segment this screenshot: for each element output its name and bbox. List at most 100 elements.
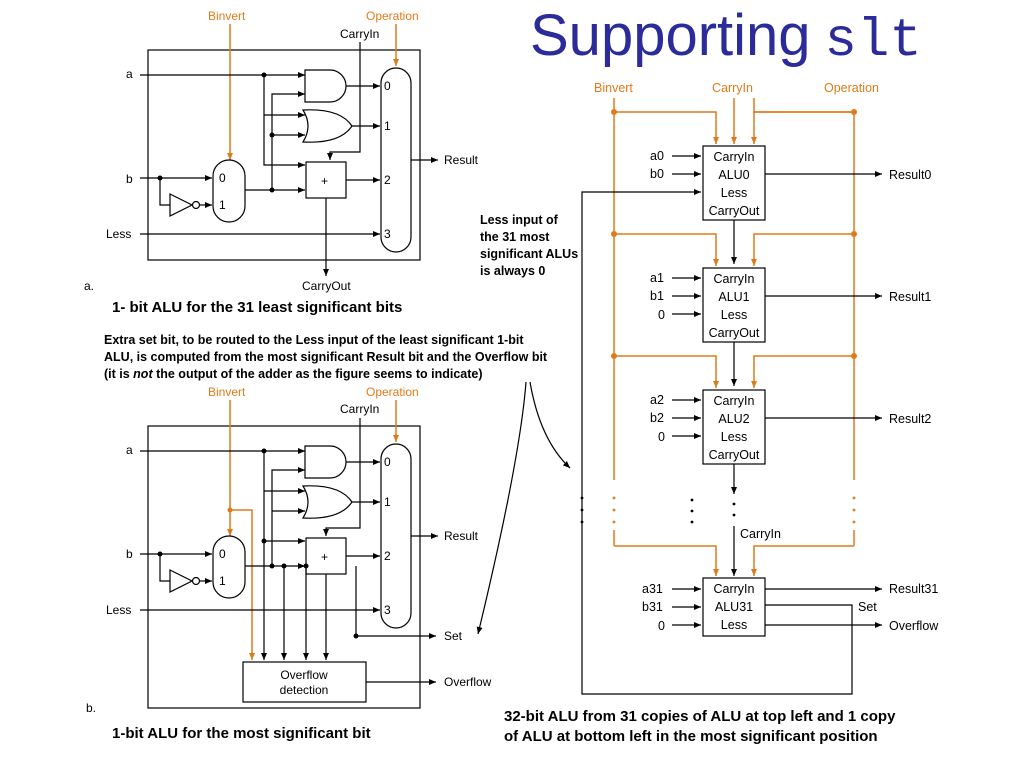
note-line-2: ALU, is computed from the most significa…: [104, 350, 548, 364]
note-arrow-to-set: [476, 381, 527, 635]
alu1-operation-dot: [851, 231, 857, 237]
bottom-less-label: Less: [106, 603, 131, 617]
alu2-operation-dot: [851, 353, 857, 359]
bottom-set-label: Set: [444, 629, 463, 643]
top-caption: 1- bit ALU for the 31 least significant …: [112, 299, 402, 316]
right-caption-2: of ALU at bottom left in the most signif…: [504, 728, 878, 745]
alu2-line-3: Less: [721, 430, 747, 444]
alu0-result: Result0: [889, 168, 931, 182]
alu2-binvert: [614, 355, 719, 388]
alu31-operation: [751, 545, 854, 576]
ellipsis-dots: [580, 496, 856, 524]
alu2-result: Result2: [889, 412, 931, 426]
less-note-1: Less input of: [480, 213, 559, 227]
alu31-line-3: Less: [721, 618, 747, 632]
top-carryin-line: [327, 42, 361, 160]
top-a-to-adder: [263, 75, 305, 168]
alu1-input-b: b1: [650, 289, 664, 303]
top-mux-2: 2: [384, 173, 391, 187]
bottom-bmux-0: 0: [219, 547, 226, 561]
dot: [690, 509, 694, 513]
bottom-and-gate: [304, 445, 347, 479]
alu2-operation: [751, 355, 854, 388]
alu2-input-b: b2: [650, 411, 664, 425]
bottom-inverter-bubble: [191, 576, 201, 586]
alu2-binvert-dot: [611, 353, 617, 359]
ovf-box-line-1: Overflow: [280, 668, 328, 682]
alu0-input-a: a0: [650, 149, 664, 163]
dot: [852, 496, 856, 500]
top-a-label: a: [126, 67, 133, 81]
dot: [612, 496, 616, 500]
bottom-mux-3: 3: [384, 603, 391, 617]
alu0-operation: [751, 111, 854, 144]
top-carryout-label: CarryOut: [302, 279, 351, 293]
less-note: Less input of the 31 most significant AL…: [480, 213, 578, 278]
note-line-3-em: not: [133, 367, 153, 381]
top-b-mux: [212, 159, 246, 223]
title-main: Supporting: [530, 3, 811, 68]
bottom-operation-label: Operation: [366, 385, 419, 399]
dot: [732, 502, 736, 506]
bottom-caption: 1-bit ALU for the most significant bit: [112, 725, 371, 742]
top-bsel-junction-2: [269, 132, 275, 138]
alu1-result: Result1: [889, 290, 931, 304]
r-operation-label: Operation: [824, 81, 879, 95]
bottom-overflow-label: Overflow: [444, 675, 492, 689]
note-line-1: Extra set bit, to be routed to the Less …: [104, 333, 524, 347]
ovf-box-line-2: detection: [280, 683, 329, 697]
set-feedback-line: [581, 189, 853, 695]
top-alu-frame: [147, 49, 421, 261]
dot: [732, 513, 736, 517]
top-result-mux: [380, 67, 412, 253]
right-caption-1: 32-bit ALU from 31 copies of ALU at top …: [504, 708, 896, 725]
less-note-4: is always 0: [480, 264, 545, 278]
alu1-operation: [751, 233, 854, 266]
alu31-input-b: b31: [642, 600, 663, 614]
bottom-bsel-junction-2: [281, 563, 287, 569]
bottom-a-label: a: [126, 443, 133, 457]
bottom-alu: Binvert Operation CarryIn a b 0 1: [86, 385, 492, 715]
top-bmux-0: 0: [219, 171, 226, 185]
bottom-bsel-to-and: [245, 467, 305, 567]
bottom-fig-label: b.: [86, 701, 96, 715]
bottom-or-gate: [301, 485, 353, 519]
top-inverter: [169, 193, 194, 217]
r-overflow-label: Overflow: [889, 619, 939, 633]
alu1-line-1: CarryIn: [714, 272, 755, 286]
ripple-alu: Binvert CarryIn Operation CarryIn ALU0 L…: [580, 81, 939, 695]
alu31-input-less: 0: [658, 619, 665, 633]
bottom-carryin-label: CarryIn: [340, 402, 379, 416]
bottom-set-junction: [353, 633, 359, 639]
alu2-line-1: CarryIn: [714, 394, 755, 408]
alu0-line-3: Less: [721, 186, 747, 200]
top-b-label: b: [126, 172, 133, 186]
top-less-label: Less: [106, 227, 131, 241]
bottom-adder: [305, 537, 347, 575]
alu0-line-1: CarryIn: [714, 150, 755, 164]
top-carryin-label: CarryIn: [340, 27, 379, 41]
dot: [690, 498, 694, 502]
top-and-gate: [304, 69, 347, 103]
less-note-3: significant ALUs: [480, 247, 578, 261]
top-mux-3: 3: [384, 227, 391, 241]
alu2-box: [702, 389, 766, 465]
top-bmux-1: 1: [219, 198, 226, 212]
alu0-line-2: ALU0: [718, 168, 749, 182]
bottom-b-inv-path: [159, 554, 170, 582]
alu31-input-a: a31: [642, 582, 663, 596]
dot: [852, 508, 856, 512]
top-binvert-label: Binvert: [208, 9, 246, 23]
alu2-input-less: 0: [658, 430, 665, 444]
bottom-carryin-line: [323, 418, 361, 536]
alu1-binvert-dot: [611, 231, 617, 237]
top-or-gate: [301, 109, 353, 143]
bottom-adder-sign: +: [321, 550, 328, 564]
less-note-2: the 31 most: [480, 230, 550, 244]
top-operation-label: Operation: [366, 9, 419, 23]
bottom-result-label: Result: [444, 529, 479, 543]
alu0-line-4: CarryOut: [709, 204, 760, 218]
alu1-binvert: [614, 233, 719, 266]
